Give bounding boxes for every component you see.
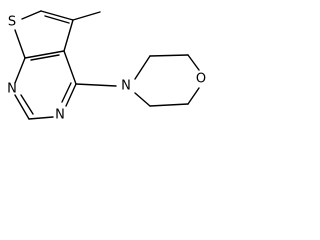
bond-n5-c4	[65, 83, 77, 107]
bond-n7-c6	[14, 94, 30, 120]
bond-ca-cb	[149, 54, 189, 57]
bond-o-cc	[187, 87, 200, 105]
bond-c3a-c7a-inner	[30, 54, 60, 61]
bond-cb-o	[187, 54, 200, 71]
bond-c3-c3a	[63, 19, 74, 52]
bond-c7a-s	[14, 29, 26, 59]
bond-c3-methyl	[72, 11, 101, 21]
bond-c2-c3	[40, 10, 74, 21]
atom-label-o-morpholine: O	[196, 72, 206, 87]
bond-n7-c6-inner	[20, 94, 34, 115]
bond-c7a-n7	[14, 57, 26, 84]
bond-n-ca	[134, 55, 151, 80]
bond-n5-c4-inner	[61, 82, 72, 103]
bond-s-c2	[21, 10, 42, 20]
atom-label-n-pyrimidine-3: N	[55, 108, 65, 123]
bond-cc-cd	[149, 103, 189, 107]
bond-cd-n	[134, 92, 151, 107]
atom-label-n-pyrimidine-1: N	[7, 82, 17, 97]
bond-c6-n5	[28, 116, 54, 120]
bond-c2-c3-inner	[44, 15, 70, 24]
bond-c4-c3a	[63, 50, 77, 85]
bond-c3a-c7a	[24, 50, 65, 59]
molecule-structure-diagram: S N N N O	[7, 10, 206, 123]
atom-label-sulfur: S	[8, 15, 16, 30]
bond-c4-nmorph	[75, 83, 117, 87]
atom-label-n-morpholine: N	[121, 79, 131, 94]
